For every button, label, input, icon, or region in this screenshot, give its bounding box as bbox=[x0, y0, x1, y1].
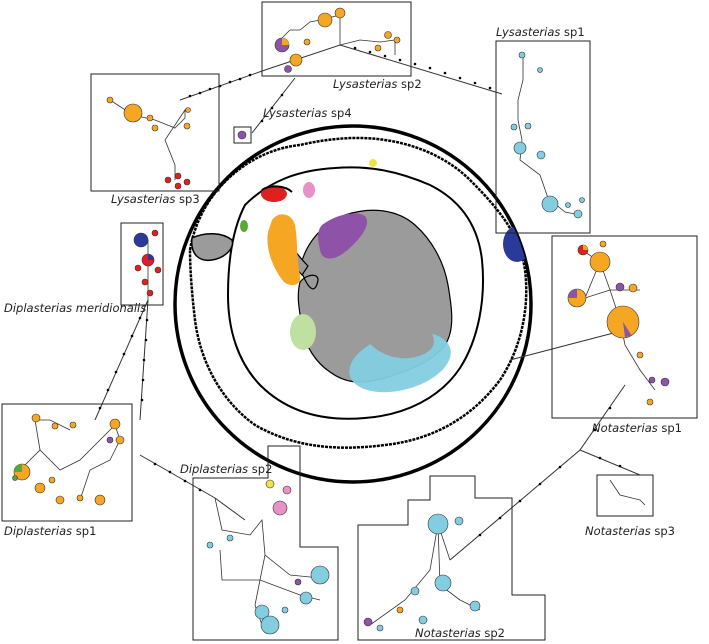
network-lysasterias-sp4 bbox=[237, 130, 247, 140]
region-purple bbox=[318, 213, 368, 259]
network-lysasterias-sp2 bbox=[274, 7, 401, 73]
label-lysasterias-sp1: Lysasterias sp1 bbox=[496, 25, 585, 39]
network-notasterias-sp3 bbox=[609, 479, 646, 506]
network-boxes bbox=[1, 1, 698, 641]
label-lysasterias-sp4: Lysasterias sp4 bbox=[263, 106, 352, 120]
species-labels: Lysasterias sp2 Lysasterias sp1 Lysaster… bbox=[4, 25, 682, 640]
box-diplasterias-meridionalis bbox=[120, 222, 164, 306]
label-diplasterias-sp1: Diplasterias sp1 bbox=[4, 524, 96, 538]
label-lysasterias-sp3: Lysasterias sp3 bbox=[111, 192, 200, 206]
region-yellow bbox=[369, 159, 377, 167]
box-lysasterias-sp1 bbox=[495, 40, 591, 234]
region-green bbox=[240, 220, 248, 232]
box-lysasterias-sp3 bbox=[90, 73, 220, 192]
box-notasterias-sp3 bbox=[596, 474, 654, 517]
label-notasterias-sp3: Notasterias sp3 bbox=[585, 524, 675, 538]
network-diplasterias-sp1 bbox=[12, 413, 125, 506]
label-lysasterias-sp2: Lysasterias sp2 bbox=[333, 77, 422, 91]
box-notasterias-sp1 bbox=[551, 235, 698, 419]
inner-front-line bbox=[226, 166, 485, 420]
antarctica-overlap bbox=[360, 300, 434, 359]
network-diplasterias-sp2 bbox=[206, 479, 330, 635]
network-lysasterias-sp1 bbox=[510, 51, 585, 219]
network-notasterias-sp1 bbox=[567, 240, 670, 406]
network-diplasterias-meridionalis bbox=[133, 229, 162, 300]
region-orange bbox=[267, 214, 301, 286]
box-lysasterias-sp4 bbox=[233, 126, 252, 144]
label-diplasterias-sp2: Diplasterias sp2 bbox=[180, 462, 272, 476]
region-lightgreen bbox=[290, 314, 316, 350]
label-diplasterias-meridionalis: Diplasterias meridionalis bbox=[4, 301, 146, 315]
region-pink bbox=[303, 182, 315, 198]
box-notasterias-sp2 bbox=[357, 475, 546, 641]
region-red bbox=[261, 186, 287, 202]
polar-front-line bbox=[188, 136, 528, 449]
label-notasterias-sp1: Notasterias sp1 bbox=[592, 421, 682, 435]
antarctic-map bbox=[173, 124, 533, 484]
box-lysasterias-sp2 bbox=[261, 1, 412, 77]
box-diplasterias-sp2 bbox=[192, 445, 339, 641]
red-region-coast bbox=[261, 185, 293, 193]
south-america-tip bbox=[191, 233, 234, 262]
network-notasterias-sp2 bbox=[363, 513, 481, 632]
box-diplasterias-sp1 bbox=[1, 403, 133, 522]
label-notasterias-sp2: Notasterias sp2 bbox=[415, 626, 505, 640]
network-lysasterias-sp3 bbox=[106, 96, 191, 190]
